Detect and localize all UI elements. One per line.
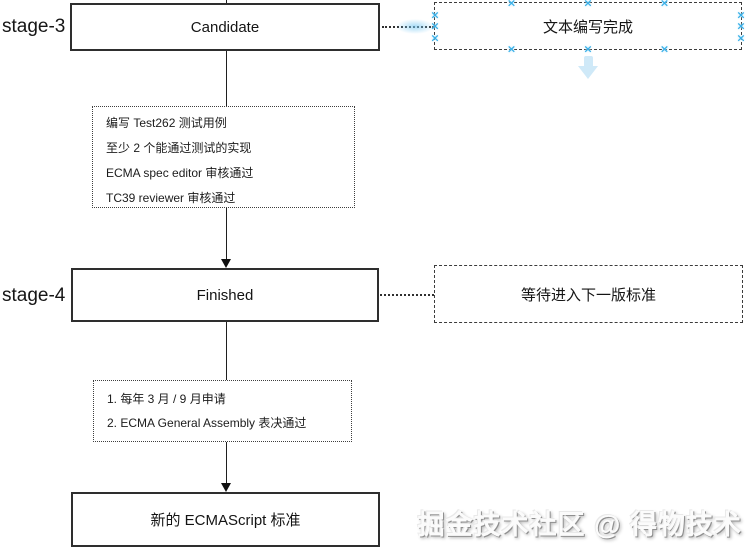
node-candidate[interactable]: Candidate bbox=[70, 3, 380, 51]
connection-point-icon[interactable]: × bbox=[659, 0, 670, 10]
connection-point-icon[interactable]: × bbox=[506, 0, 517, 10]
stage4-steps-box[interactable]: 1. 每年 3 月 / 9 月申请 2. ECMA General Assemb… bbox=[93, 380, 352, 442]
arrowhead-icon bbox=[221, 259, 231, 268]
stage4-label: stage-4 bbox=[2, 285, 66, 306]
node-new-standard-text: 新的 ECMAScript 标准 bbox=[150, 512, 301, 529]
connection-point-icon[interactable]: × bbox=[736, 8, 746, 21]
connection-point-icon[interactable]: × bbox=[430, 31, 440, 44]
note-stage3[interactable]: 文本编写完成 × × × × × × × × × × × × bbox=[430, 0, 746, 55]
node-new-standard[interactable]: 新的 ECMAScript 标准 bbox=[71, 492, 380, 547]
criteria-item: 至少 2 个能通过测试的实现 bbox=[106, 141, 252, 155]
note-stage3-text: 文本编写完成 bbox=[542, 18, 633, 36]
connector-hover-glow bbox=[396, 19, 434, 34]
connection-point-icon[interactable]: × bbox=[430, 8, 440, 21]
stage3-label: stage-3 bbox=[2, 16, 66, 37]
direction-down-arrow-icon bbox=[584, 56, 593, 68]
connector-finished-note bbox=[380, 294, 434, 296]
note-stage4-text: 等待进入下一版标准 bbox=[520, 286, 656, 304]
arrowhead-icon bbox=[221, 483, 231, 492]
connection-point-icon[interactable]: × bbox=[659, 42, 670, 56]
step-item: 1. 每年 3 月 / 9 月申请 bbox=[107, 392, 226, 406]
criteria-item: ECMA spec editor 审核通过 bbox=[106, 166, 254, 180]
watermark: 掘金技术社区 @ 得物技术 bbox=[417, 510, 742, 540]
connection-point-icon[interactable]: × bbox=[736, 31, 746, 44]
connection-point-icon[interactable]: × bbox=[506, 42, 517, 56]
node-candidate-text: Candidate bbox=[190, 18, 260, 36]
connector-from-above bbox=[226, 0, 227, 4]
note-stage4[interactable]: 等待进入下一版标准 bbox=[434, 265, 743, 323]
connection-point-icon[interactable]: × bbox=[583, 0, 593, 10]
stage3-criteria-box[interactable]: 编写 Test262 测试用例 至少 2 个能通过测试的实现 ECMA spec… bbox=[92, 106, 355, 208]
node-finished[interactable]: Finished bbox=[71, 268, 379, 322]
node-finished-text: Finished bbox=[196, 286, 254, 304]
criteria-item: 编写 Test262 测试用例 bbox=[106, 116, 227, 130]
step-item: 2. ECMA General Assembly 表决通过 bbox=[107, 416, 307, 430]
connection-point-icon[interactable]: × bbox=[430, 19, 440, 33]
direction-down-arrow-icon bbox=[578, 66, 598, 79]
connection-point-icon[interactable]: × bbox=[583, 42, 593, 56]
criteria-item: TC39 reviewer 审核通过 bbox=[106, 191, 236, 205]
connection-point-icon[interactable]: × bbox=[736, 19, 746, 33]
